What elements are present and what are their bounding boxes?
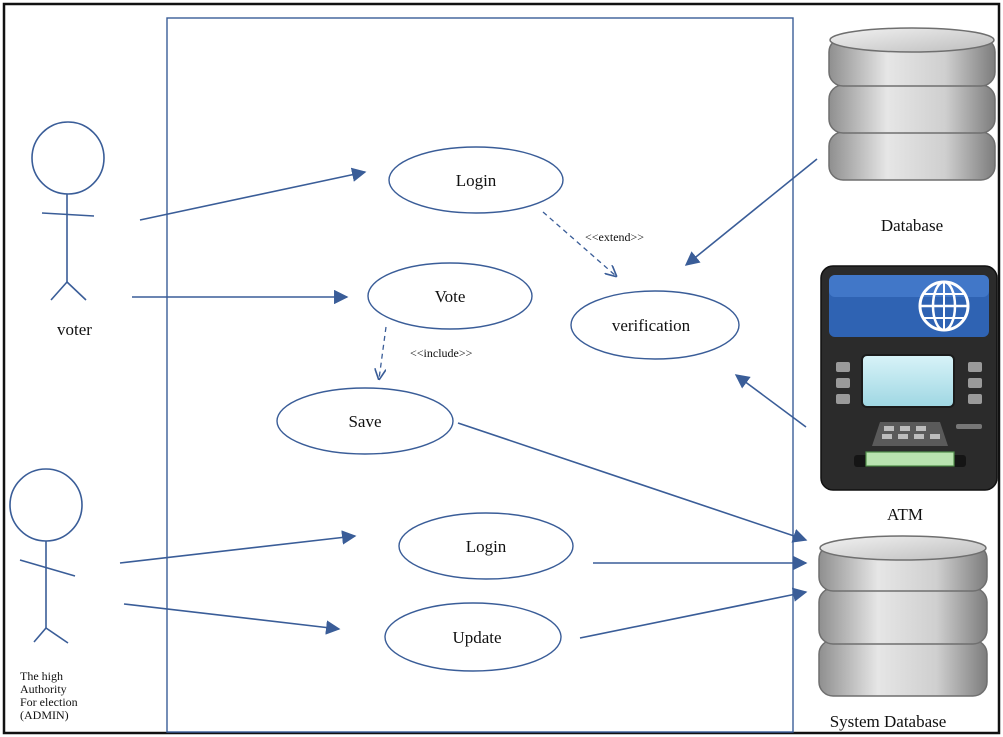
admin-label-line-4: (ADMIN) (20, 708, 69, 722)
atm-to-verification-association (734, 374, 807, 428)
database-label: Database (881, 216, 943, 235)
admin-actor (9, 468, 83, 644)
database-to-verification-association (684, 158, 818, 266)
voter-to-login-association (139, 167, 367, 221)
use-case-login-voter: Login (388, 146, 564, 214)
use-case-verification-label: verification (612, 316, 691, 335)
update-to-system-database-association (579, 587, 808, 639)
use-case-login-admin-label: Login (466, 537, 507, 556)
database-icon (828, 27, 996, 181)
admin-label-line-3: For election (20, 695, 78, 709)
save-to-system-database-association (457, 422, 808, 543)
atm-icon (820, 265, 998, 491)
use-case-verification: verification (570, 290, 740, 360)
use-case-login-admin: Login (398, 512, 574, 580)
system-database-label: System Database (830, 712, 947, 731)
admin-label-line-2: Authority (20, 682, 67, 696)
use-case-save-label: Save (348, 412, 381, 431)
use-case-vote-label: Vote (435, 287, 466, 306)
use-case-vote: Vote (367, 262, 533, 330)
extend-label: <<extend>> (585, 230, 644, 244)
use-case-update: Update (384, 602, 562, 672)
admin-to-login-association (119, 530, 357, 564)
atm-label: ATM (887, 505, 923, 524)
admin-label-line-1: The high (20, 669, 63, 683)
include-label: <<include>> (410, 346, 473, 360)
extend-dependency (542, 211, 616, 276)
system-database-icon (818, 535, 988, 697)
use-case-save: Save (276, 387, 454, 455)
voter-actor (31, 121, 105, 301)
voter-label: voter (57, 320, 92, 339)
use-case-update-label: Update (452, 628, 501, 647)
admin-to-update-association (123, 603, 341, 635)
use-case-login-voter-label: Login (456, 171, 497, 190)
system-boundary (166, 17, 794, 733)
include-dependency (379, 326, 387, 379)
